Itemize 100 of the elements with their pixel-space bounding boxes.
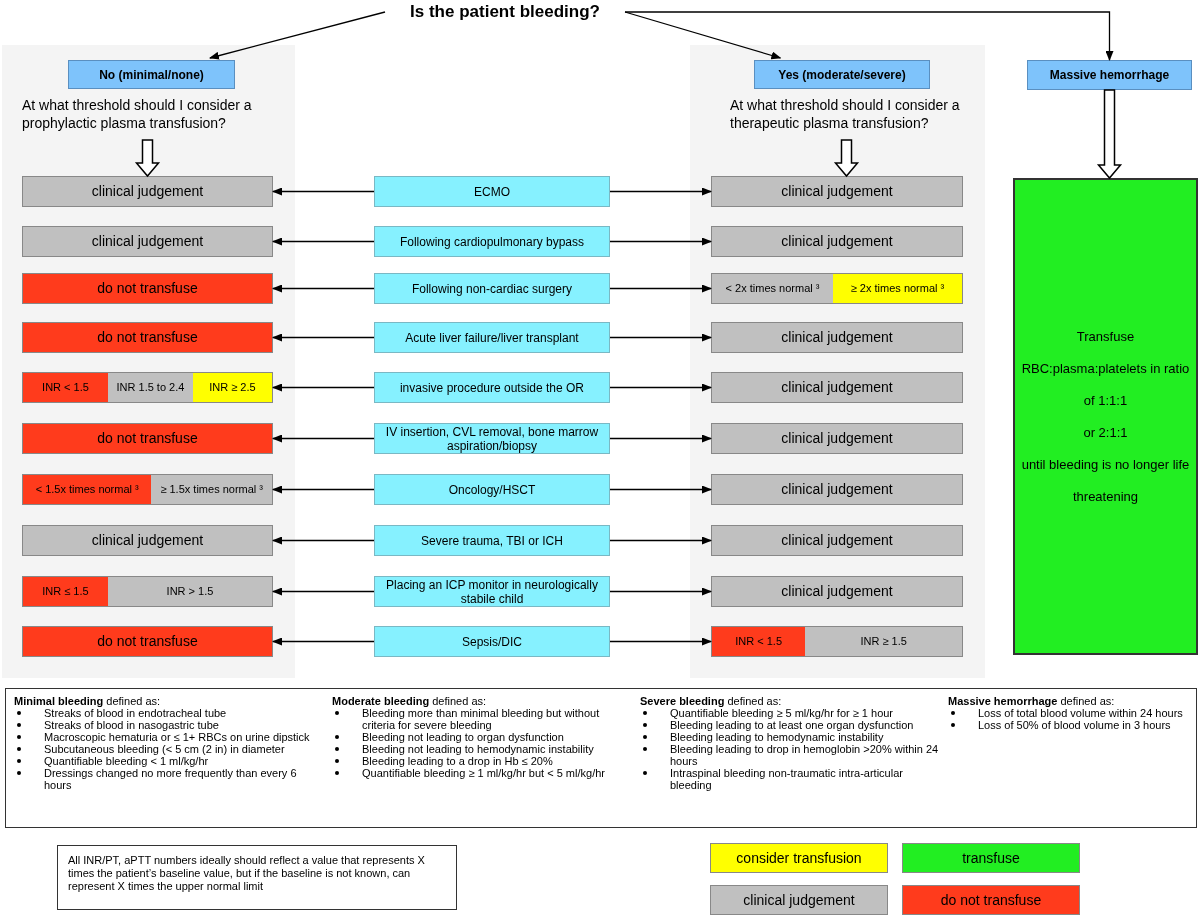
transfuse-text: Transfuse xyxy=(1075,327,1136,346)
recommendation-bar xyxy=(711,626,963,657)
recommendation-segment: INR < 1.5 xyxy=(23,373,108,402)
transfuse-text: until bleeding is no longer life threatening xyxy=(1020,455,1191,506)
definitions-box xyxy=(5,688,1197,828)
note-text: All INR/PT, aPTT numbers ideally should reflect a value that represents X times the patient’s baseline value, but if the baseline is not known, can represent X times the upper normal limit xyxy=(68,854,426,893)
recommendation-box xyxy=(711,474,963,505)
transfuse-box xyxy=(1013,178,1198,655)
recommendation-segment: INR 1.5 to 2.4 xyxy=(107,373,193,402)
arrow xyxy=(272,333,375,342)
arrow xyxy=(609,383,712,392)
category-box xyxy=(68,60,235,89)
legend-swatch: do not transfuse xyxy=(902,885,1080,915)
condition-box xyxy=(374,273,610,304)
definition-item: Streaks of blood in endotracheal tube xyxy=(44,707,227,719)
definition-item: Bleeding leading to hemodynamic instability xyxy=(670,731,884,743)
recommendation-segment: INR ≥ 2.5 xyxy=(192,373,272,402)
arrow xyxy=(609,536,712,545)
definition-item: Quantifiable bleeding ≥ 1 ml/kg/hr but < 5 ml/kg/hr xyxy=(362,767,605,779)
condition-label: Placing an ICP monitor in neurologically stabile child xyxy=(385,577,599,606)
recommendation-label: clinical judgement xyxy=(91,531,204,550)
recommendation-box xyxy=(711,176,963,207)
question-text: At what threshold should I consider a therapeutic plasma transfusion? xyxy=(730,96,980,140)
legend-swatch: transfuse xyxy=(902,843,1080,873)
recommendation-label: clinical judgement xyxy=(781,480,893,499)
definition-heading: Moderate bleeding defined as: xyxy=(332,695,488,707)
recommendation-label: clinical judgement xyxy=(781,182,893,201)
recommendation-box xyxy=(22,525,273,556)
condition-label: Oncology/HSCT xyxy=(448,482,536,497)
arrow xyxy=(272,284,375,293)
definition-item: Loss of total blood volume within 24 hours xyxy=(978,707,1183,719)
category-label: Yes (moderate/severe) xyxy=(778,66,906,84)
arrow xyxy=(272,587,375,596)
recommendation-bar xyxy=(22,474,273,505)
block-arrow xyxy=(134,139,161,178)
question-text: At what threshold should I consider a prophylactic plasma transfusion? xyxy=(22,96,284,140)
arrow xyxy=(609,284,712,293)
block-arrow xyxy=(1096,89,1123,180)
recommendation-label: clinical judgement xyxy=(91,182,204,201)
category-box xyxy=(754,60,930,89)
panel-background xyxy=(690,45,985,678)
recommendation-label: clinical judgement xyxy=(781,328,893,347)
recommendation-label: clinical judgement xyxy=(781,531,893,550)
recommendation-label: do not transfuse xyxy=(97,279,198,298)
definition-item: Bleeding leading to drop in hemoglobin >20% within 24 hours xyxy=(670,743,940,767)
recommendation-box xyxy=(22,423,273,454)
recommendation-box xyxy=(711,525,963,556)
definition-item: Loss of 50% of blood volume in 3 hours xyxy=(978,719,1171,731)
arrow xyxy=(609,333,712,342)
recommendation-label: clinical judgement xyxy=(781,582,893,601)
condition-box xyxy=(374,176,610,207)
recommendation-segment: INR > 1.5 xyxy=(107,577,272,606)
arrow xyxy=(272,237,375,246)
recommendation-segment: ≥ 1.5x times normal ³ xyxy=(151,475,272,504)
recommendation-label: do not transfuse xyxy=(97,429,198,448)
arrow xyxy=(609,587,712,596)
arrow xyxy=(609,637,712,646)
condition-box xyxy=(374,226,610,257)
definition-item: Quantifiable bleeding ≥ 5 ml/kg/hr for ≥ 1 hour xyxy=(670,707,894,719)
condition-box xyxy=(374,525,610,556)
recommendation-label: clinical judgement xyxy=(91,232,204,251)
condition-label: IV insertion, CVL removal, bone marrow aspiration/biopsy xyxy=(384,424,600,453)
recommendation-label: do not transfuse xyxy=(97,632,198,651)
recommendation-label: clinical judgement xyxy=(781,232,893,251)
recommendation-box xyxy=(22,322,273,353)
arrow xyxy=(272,637,375,646)
arrow xyxy=(609,187,712,196)
recommendation-bar xyxy=(711,273,963,304)
definition-heading: Severe bleeding defined as: xyxy=(640,695,783,707)
recommendation-box xyxy=(22,273,273,304)
arrow xyxy=(272,485,375,494)
category-box xyxy=(1027,60,1192,90)
condition-box xyxy=(374,372,610,403)
category-label: Massive hemorrhage xyxy=(1049,67,1170,84)
arrow xyxy=(209,11,386,60)
recommendation-box xyxy=(711,423,963,454)
condition-label: Acute liver failure/liver transplant xyxy=(405,330,579,345)
note-box xyxy=(57,845,457,910)
definition-item: Subcutaneous bleeding (< 5 cm (2 in) in diameter xyxy=(44,743,285,755)
recommendation-box xyxy=(22,176,273,207)
definition-heading: Massive hemorrhage defined as: xyxy=(948,695,1116,707)
arrow xyxy=(272,536,375,545)
recommendation-bar xyxy=(22,372,273,403)
recommendation-segment: INR ≤ 1.5 xyxy=(23,577,108,606)
definition-item: Bleeding leading to a drop in Hb ≤ 20% xyxy=(362,755,553,767)
arrow xyxy=(272,434,375,443)
condition-label: invasive procedure outside the OR xyxy=(399,380,585,395)
recommendation-segment: < 1.5x times normal ³ xyxy=(23,475,152,504)
recommendation-segment: < 2x times normal ³ xyxy=(712,274,834,303)
definition-item: Dressings changed no more frequently than every 6 hours xyxy=(44,767,298,791)
recommendation-label: do not transfuse xyxy=(97,328,198,347)
definition-item: Streaks of blood in nasogastric tube xyxy=(44,719,219,731)
arrow xyxy=(272,383,375,392)
recommendation-segment: ≥ 2x times normal ³ xyxy=(833,274,962,303)
recommendation-label: clinical judgement xyxy=(781,429,893,448)
category-label: No (minimal/none) xyxy=(99,66,204,84)
recommendation-box xyxy=(22,626,273,657)
legend-swatch: consider transfusion xyxy=(710,843,888,873)
definition-item: Quantifiable bleeding < 1 ml/kg/hr xyxy=(44,755,209,767)
condition-box xyxy=(374,626,610,657)
